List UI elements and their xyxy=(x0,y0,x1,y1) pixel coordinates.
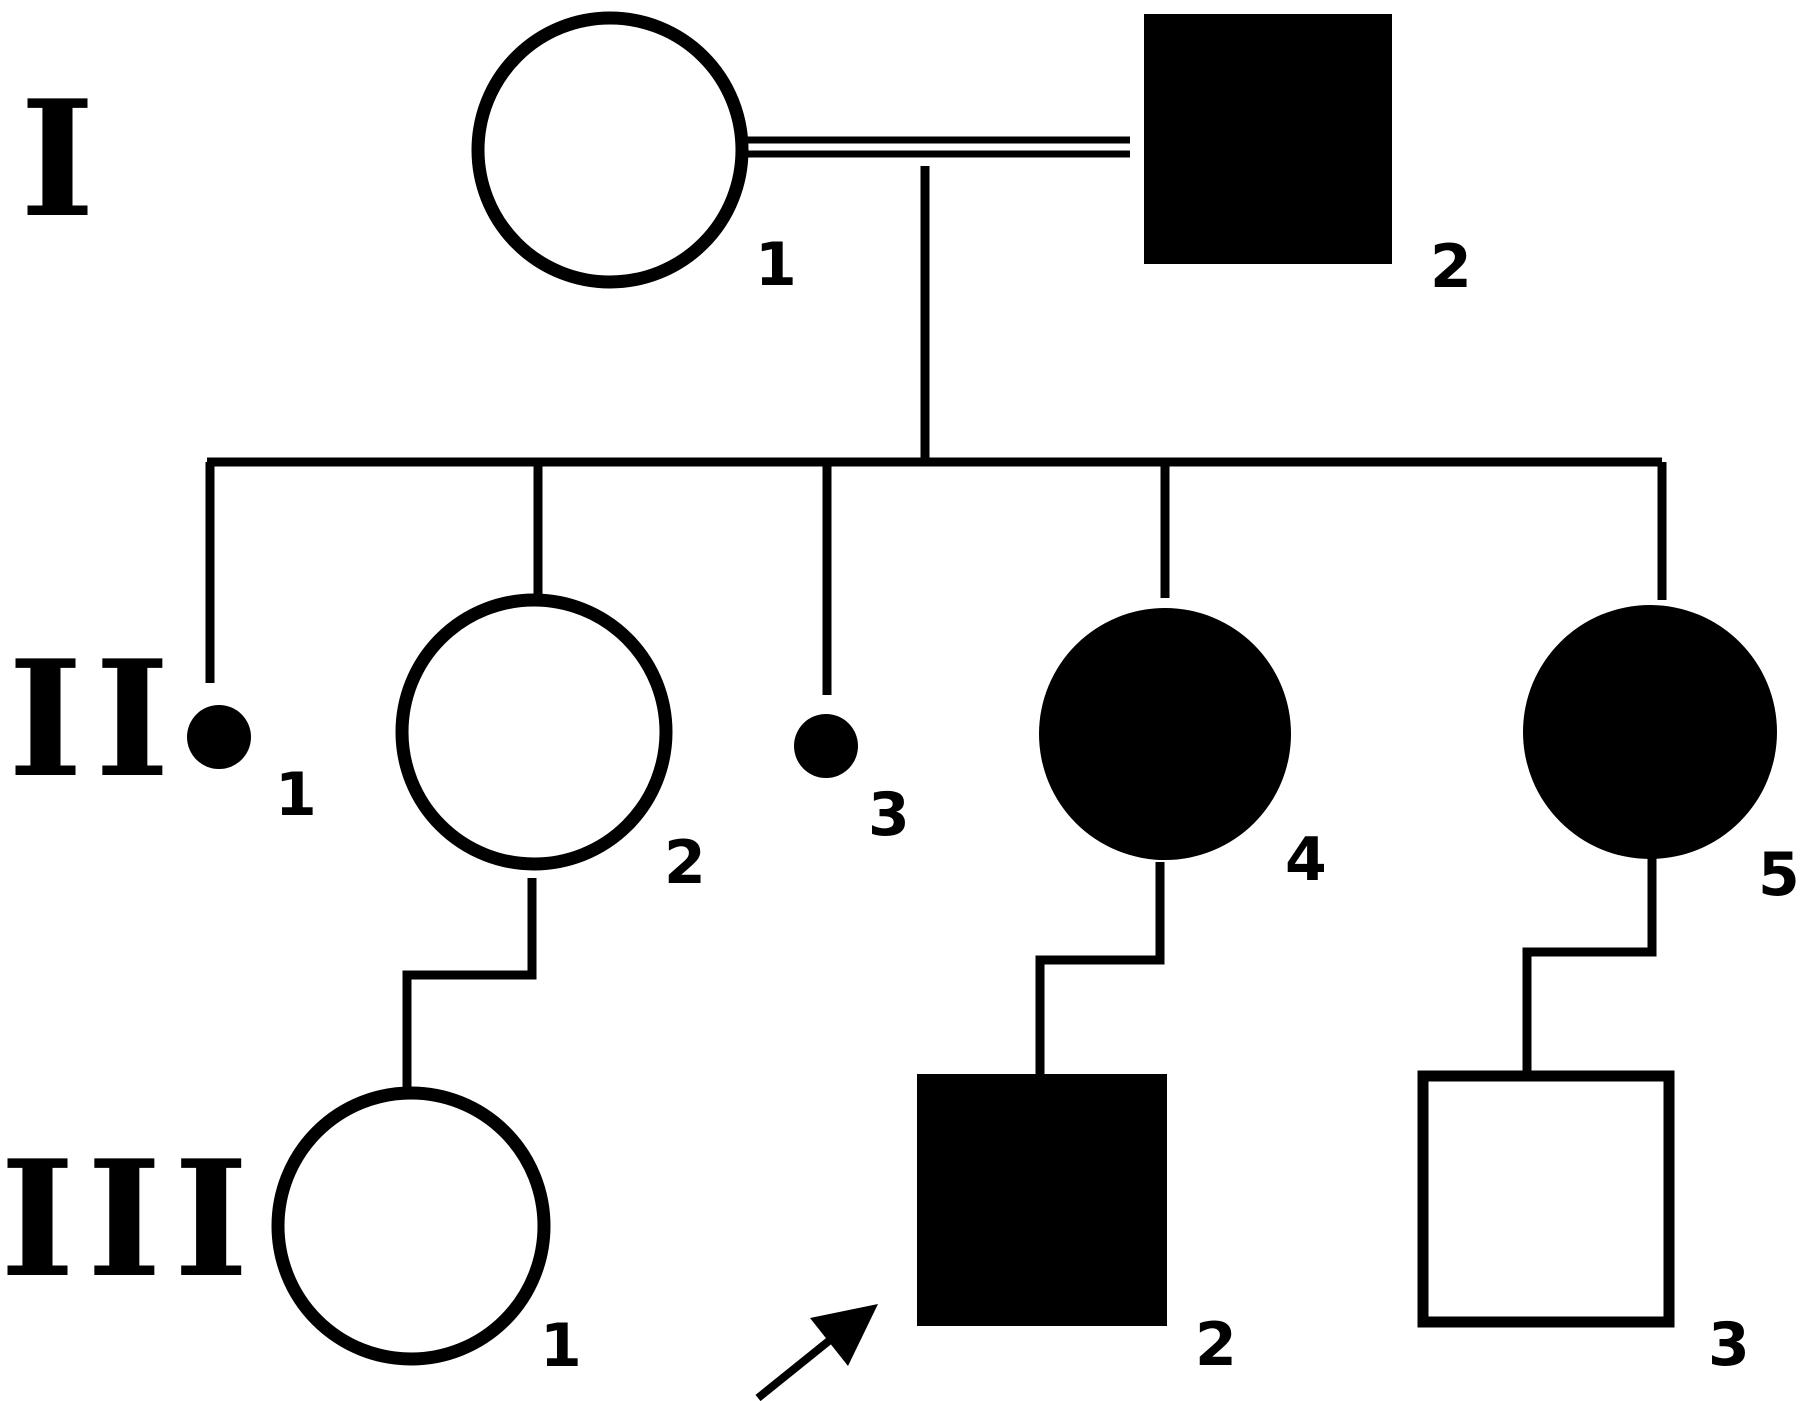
individual-III-1-symbol xyxy=(271,1086,551,1366)
descent-line-II-5-to-III-3 xyxy=(1522,858,1657,1074)
individual-II-3-number: 3 xyxy=(868,780,910,850)
generation-label-ii: II xyxy=(8,625,182,813)
individual-III-3-number: 3 xyxy=(1708,1310,1750,1380)
individual-I-1-number: 1 xyxy=(755,230,797,300)
individual-III-2-symbol xyxy=(917,1074,1167,1326)
individual-III-3-symbol xyxy=(1417,1070,1675,1328)
individual-lines-generation-ii xyxy=(205,462,1667,695)
individual-II-5-number: 5 xyxy=(1758,840,1800,910)
individual-I-1-symbol xyxy=(471,11,749,289)
individual-II-1-symbol xyxy=(187,705,251,769)
individual-II-2-number: 2 xyxy=(664,828,706,898)
individual-I-2-number: 2 xyxy=(1430,232,1472,302)
individual-II-5-symbol xyxy=(1523,605,1777,859)
generation-label-iii: III xyxy=(0,1125,261,1313)
descent-line-II-4-to-III-2 xyxy=(1035,862,1165,1074)
proband-arrow-icon xyxy=(755,1304,878,1401)
individual-II-2-symbol xyxy=(395,593,673,871)
individual-II-3-symbol xyxy=(794,714,858,778)
individual-III-2-number: 2 xyxy=(1195,1310,1237,1380)
individual-I-2-symbol xyxy=(1144,14,1392,264)
descent-line-II-2-to-III-1 xyxy=(402,878,537,1087)
individual-II-4-symbol xyxy=(1039,608,1291,860)
individual-II-1-number: 1 xyxy=(275,760,317,830)
consanguineous-mating-line xyxy=(740,136,1130,158)
generation-label-i: I xyxy=(20,65,107,253)
individual-II-4-number: 4 xyxy=(1285,825,1327,895)
individual-III-1-number: 1 xyxy=(540,1311,582,1381)
